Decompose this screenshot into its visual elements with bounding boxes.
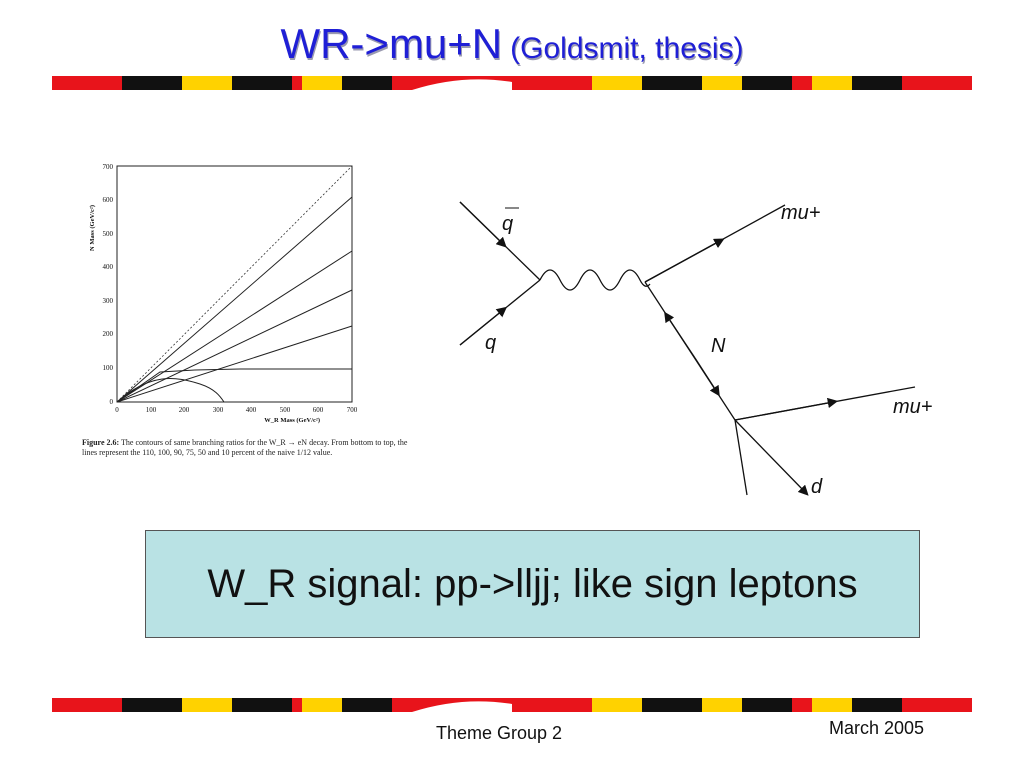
label-N: N [711,335,726,357]
label-d: d [811,476,823,498]
y-axis-label: N Mass (GeV/c²) [89,205,96,251]
contour-figure: 0 100 200 300 400 500 600 700 0 100 200 … [80,158,396,470]
x-tick: 400 [246,406,257,414]
y-tick: 200 [103,330,114,338]
signal-box: W_R signal: pp->lljj; like sign leptons [145,530,920,638]
label-qbar: q [502,213,513,235]
y-tick: 400 [103,263,114,271]
y-tick: 600 [103,196,114,204]
caption-text: The contours of same branching ratios fo… [82,438,408,457]
title-sub: (Goldsmit, thesis) [510,32,744,65]
contour-plot: 0 100 200 300 400 500 600 700 0 100 200 … [89,163,358,424]
bottom-stripe [52,698,972,712]
y-tick: 300 [103,297,114,305]
y-tick: 700 [103,163,114,171]
x-tick: 300 [213,406,224,414]
x-tick: 100 [146,406,157,414]
label-mu-bottom: mu+ [893,396,932,418]
x-tick: 0 [115,406,119,414]
y-tick: 500 [103,230,114,238]
x-tick: 500 [280,406,291,414]
x-tick: 600 [313,406,324,414]
signal-text: W_R signal: pp->lljj; like sign leptons [207,561,858,606]
y-tick: 100 [103,364,114,372]
figure-caption: Figure 2.6: The contours of same branchi… [82,438,412,458]
x-axis-label: W_R Mass (GeV/c²) [264,417,320,424]
footer-left: Theme Group 2 [436,723,563,743]
label-q: q [485,332,496,354]
slide-title: WR->mu+N(Goldsmit, thesis) [0,20,1024,68]
feynman-diagram: q q mu+ N mu+ d [459,201,932,498]
y-tick: 0 [110,398,114,406]
label-mu-top: mu+ [781,202,820,224]
x-tick: 700 [347,406,358,414]
x-tick: 200 [179,406,190,414]
top-stripe [52,76,972,90]
caption-label: Figure 2.6: [82,438,120,447]
title-main: WR->mu+N [280,20,503,67]
footer-right: March 2005 [829,718,925,738]
